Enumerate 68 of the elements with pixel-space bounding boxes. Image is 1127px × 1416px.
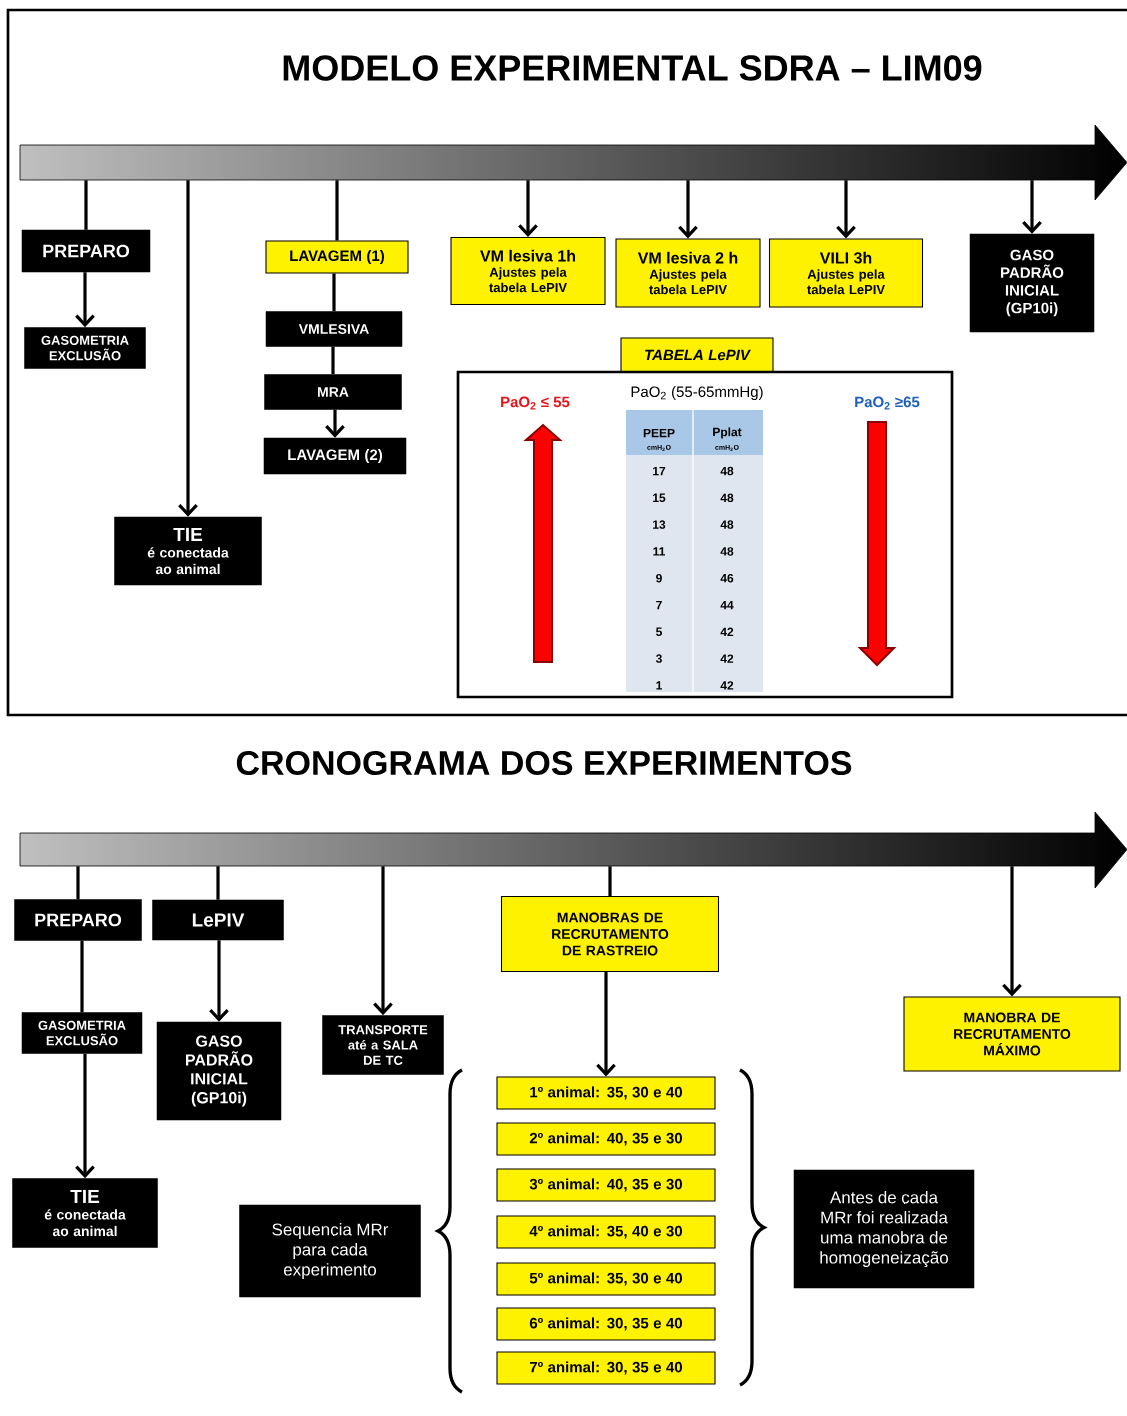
table-header-cell: Pplat [713,427,742,439]
step-box: TRANSPORTE até a SALA DE TC [322,1015,444,1075]
table-cell: 42 [720,654,734,663]
arrow [678,180,698,239]
arrow [75,272,95,328]
step-box: GASOMETRIA EXCLUSÃO [21,1012,143,1054]
timeline-arrow [19,124,1127,201]
table-cell: 42 [720,627,734,636]
step-box: MANOBRA DE RECRUTAMENTO MÁXIMO [903,996,1121,1072]
step-box: GASO PADRÃO INICIAL (GP10i) [969,233,1095,333]
table-cell: 44 [720,600,734,610]
step-box: TIE é conectada ao animal [12,1178,158,1248]
table-cell: 9 [656,573,662,583]
step-box: VM lesiva 1h Ajustes pela tabela LePIV [450,236,606,306]
step-box: LePIV [152,899,284,941]
sequence-box: 6º animal: 30, 35 e 40 [496,1307,716,1341]
arrow [209,940,229,1022]
sequence-box: 3º animal: 40, 35 e 30 [496,1168,716,1202]
arrow [518,180,538,237]
table-cell: 11 [653,547,665,556]
step-box: VMLESIVA [265,311,403,347]
step-box: TIE é conectada ao animal [114,516,262,586]
arrow [596,972,616,1077]
table-cell: 15 [653,493,666,502]
arrow [75,1053,95,1179]
timeline-arrow [19,811,1127,889]
arrow [178,180,198,517]
arrow [1022,180,1042,234]
threshold-label: PaO$_{2}$ ≥65 [855,396,920,410]
heading: CRONOGRAMA DOS EXPERIMENTOS [236,751,852,776]
threshold-label: PaO$_{2}$ ≤ 55 [501,396,570,410]
step-box: PREPARO [14,899,142,941]
sequence-box: 5º animal: 35, 30 e 40 [496,1262,716,1296]
sequence-box: 4º animal: 35, 40 e 30 [496,1215,716,1249]
table-header-cell: PEEP [643,428,675,438]
note-box: Antes de cada MRr foi realizada uma manobra de homogeneização [793,1169,975,1289]
step-box: LAVAGEM (1) [265,240,409,274]
table-cell: 48 [720,493,734,503]
step-box: MANOBRAS DE RECRUTAMENTO DE RASTREIO [500,895,720,973]
step-box: GASOMETRIA EXCLUSÃO [24,327,146,369]
arrow [373,866,393,1016]
table-cell: 13 [653,520,666,529]
sequence-box: 1º animal: 35, 30 e 40 [496,1076,716,1110]
table-cell: 3 [655,654,662,663]
step-box: VILI 3h Ajustes pela tabela LePIV [768,238,924,308]
step-box: VM lesiva 2 h Ajustes pela tabela LePIV [615,238,761,308]
table-cell: 7 [656,600,662,610]
table-cell: 46 [720,573,734,583]
sequence-box: 2º animal: 40, 35 e 30 [496,1122,716,1156]
table-cell: 48 [720,520,734,529]
table-cell: 5 [656,627,662,636]
table-title-box: TABELA LePIV [620,337,774,373]
step-box: PREPARO [21,229,151,273]
title: MODELO EXPERIMENTAL SDRA – LIM09 [283,55,982,81]
table-cell: 42 [720,681,734,690]
arrow [836,180,856,239]
note-box: Sequencia MRr para cada experimento [239,1204,421,1298]
table-cell: 48 [720,466,734,476]
step-box: GASO PADRÃO INICIAL (GP10i) [156,1021,282,1121]
sequence-box: 7º animal: 30, 35 e 40 [496,1351,716,1385]
table-cell: 17 [653,466,666,476]
step-box: MRA [264,374,402,410]
threshold-label: PaO$_{2}$ (55-65mmHg) [631,386,763,400]
arrow [325,409,345,438]
step-box: LAVAGEM (2) [263,437,407,475]
table-cell: 1 [656,681,662,690]
arrow [1002,866,1022,997]
table-cell: 48 [720,547,734,556]
